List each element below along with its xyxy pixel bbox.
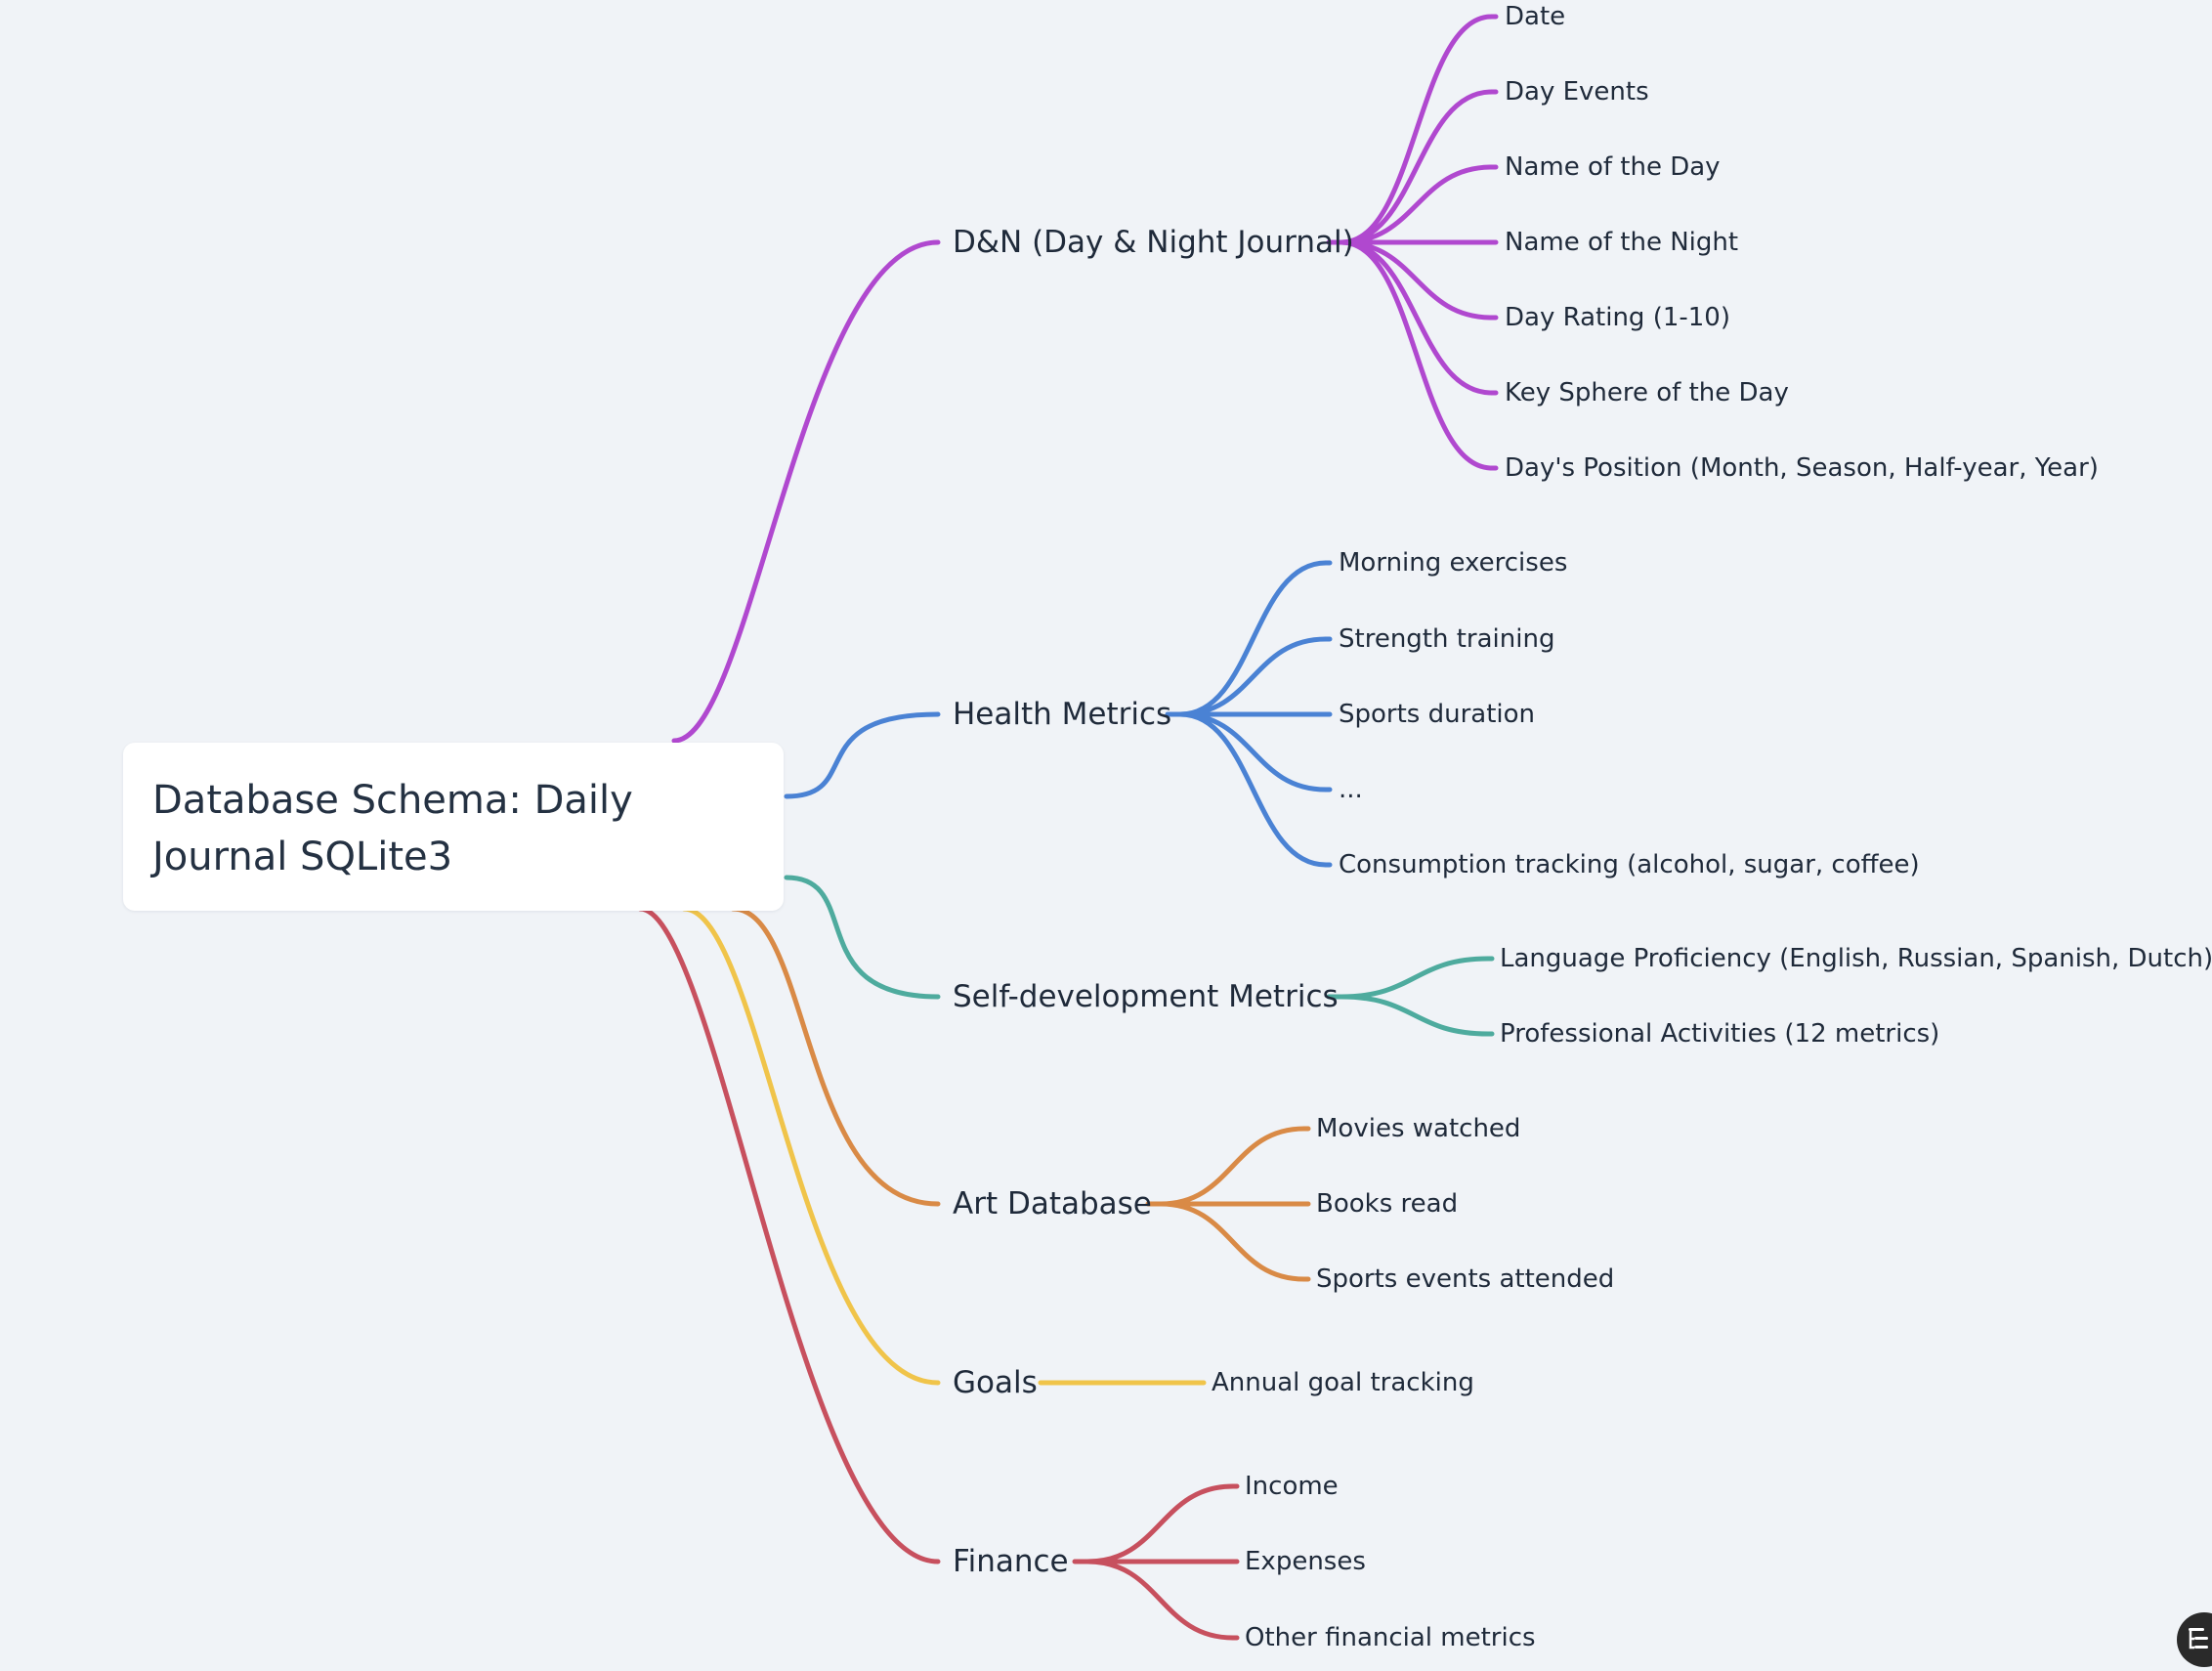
branch-edge: [681, 906, 941, 1386]
leaf-label[interactable]: Professional Activities (12 metrics): [1500, 1019, 1940, 1049]
leaf-label[interactable]: Language Proficiency (English, Russian, …: [1500, 944, 2212, 973]
leaf-edge: [1339, 14, 1495, 245]
leaf-edge: [1339, 89, 1495, 245]
branch-label[interactable]: Goals: [953, 1365, 1038, 1400]
leaf-label[interactable]: Key Sphere of the Day: [1505, 378, 1789, 407]
leaf-label[interactable]: Income: [1245, 1472, 1339, 1501]
leaf-label[interactable]: Morning exercises: [1339, 548, 1568, 578]
leaf-edge: [1339, 239, 1495, 396]
branch-label[interactable]: D&N (Day & Night Journal): [953, 225, 1354, 260]
branch-edge: [671, 239, 941, 744]
leaf-label[interactable]: Strength training: [1339, 624, 1555, 654]
leaf-edge: [1177, 711, 1329, 793]
leaf-edge: [1158, 1126, 1307, 1207]
leaf-label[interactable]: Day Events: [1505, 77, 1649, 107]
leaf-label[interactable]: ...: [1339, 775, 1363, 804]
leaf-label[interactable]: Consumption tracking (alcohol, sugar, co…: [1339, 850, 1920, 879]
leaf-edge: [1085, 1483, 1236, 1564]
branch-label[interactable]: Art Database: [953, 1186, 1152, 1221]
leaf-label[interactable]: Day's Position (Month, Season, Half-year…: [1505, 453, 2099, 483]
leaf-label[interactable]: Name of the Night: [1505, 228, 1739, 257]
branch-edge: [784, 875, 941, 1000]
branch-edge: [784, 711, 941, 799]
leaf-label[interactable]: Annual goal tracking: [1212, 1368, 1474, 1397]
leaf-label[interactable]: Day Rating (1-10): [1505, 303, 1730, 332]
branch-edge: [730, 906, 941, 1207]
leaf-label[interactable]: Sports events attended: [1316, 1264, 1615, 1294]
leaf-label[interactable]: Other financial metrics: [1245, 1623, 1536, 1652]
leaf-edge: [1177, 560, 1329, 717]
leaf-edge: [1339, 956, 1491, 1000]
leaf-edge: [1339, 239, 1495, 471]
corner-button[interactable]: [2177, 1612, 2212, 1667]
branch-label[interactable]: Health Metrics: [953, 697, 1172, 732]
leaf-edge: [1085, 1559, 1236, 1641]
branch-label[interactable]: Finance: [953, 1544, 1069, 1579]
leaf-edge: [1158, 1201, 1307, 1282]
leaf-edge: [1339, 994, 1491, 1037]
branch-label[interactable]: Self-development Metrics: [953, 979, 1339, 1014]
leaf-label[interactable]: Name of the Day: [1505, 152, 1721, 182]
leaf-label[interactable]: Sports duration: [1339, 700, 1536, 729]
leaf-edge: [1339, 164, 1495, 245]
root-node-title: Database Schema: Daily Journal SQLite3: [152, 778, 633, 879]
leaf-label[interactable]: Movies watched: [1316, 1114, 1521, 1143]
leaf-edge: [1177, 711, 1329, 868]
leaf-label[interactable]: Books read: [1316, 1189, 1459, 1219]
root-node[interactable]: Database Schema: Daily Journal SQLite3: [123, 743, 784, 911]
leaf-edge: [1177, 636, 1329, 717]
leaf-edge: [1339, 239, 1495, 321]
leaf-label[interactable]: Date: [1505, 2, 1566, 31]
leaf-label[interactable]: Expenses: [1245, 1547, 1366, 1576]
mindmap-toggle-icon: [2189, 1628, 2208, 1650]
branch-edge: [637, 906, 941, 1564]
